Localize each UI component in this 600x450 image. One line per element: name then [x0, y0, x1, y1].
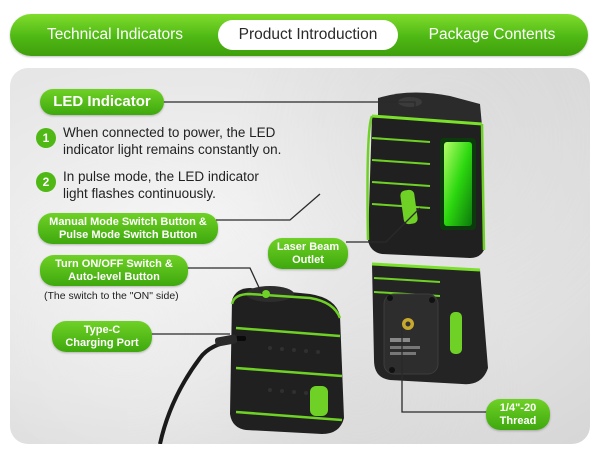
- point-2-line2: light flashes continuously.: [63, 186, 216, 201]
- manual-mode-callout: Manual Mode Switch Button & Pulse Mode S…: [38, 213, 218, 244]
- product-intro-panel: LED Indicator 1 When connected to power,…: [10, 68, 590, 444]
- point-1-badge: 1: [36, 128, 56, 148]
- laser-line1: Laser Beam: [276, 241, 340, 253]
- product-illustration: [150, 92, 490, 444]
- point-1-text: When connected to power, the LED indicat…: [63, 124, 323, 158]
- manual-mode-line2: Pulse Mode Switch Button: [58, 228, 198, 241]
- point-2-line1: In pulse mode, the LED indicator: [63, 169, 259, 184]
- onoff-note: (The switch to the "ON" side): [44, 290, 179, 302]
- callout-lines: [150, 101, 490, 413]
- laser-outlet-callout: Laser Beam Outlet: [268, 238, 348, 269]
- onoff-callout: Turn ON/OFF Switch & Auto-level Button: [40, 255, 188, 286]
- laser-device-bottom: [371, 262, 488, 385]
- point-1-line1: When connected to power, the LED: [63, 125, 276, 140]
- laser-device-side: [230, 286, 344, 434]
- tab-bar: Technical Indicators Product Introductio…: [10, 14, 588, 56]
- tab-technical-indicators[interactable]: Technical Indicators: [46, 26, 184, 43]
- point-2-text: In pulse mode, the LED indicator light f…: [63, 168, 323, 202]
- typec-callout: Type-C Charging Port: [52, 321, 152, 352]
- thread-callout: 1/4"-20 Thread: [486, 399, 550, 430]
- onoff-line2: Auto-level Button: [68, 270, 160, 283]
- manual-mode-line1: Manual Mode Switch Button &: [49, 216, 207, 228]
- point-1-line2: indicator light remains constantly on.: [63, 142, 282, 157]
- usb-cable: [158, 338, 237, 444]
- thread-line2: Thread: [499, 414, 537, 427]
- typec-line2: Charging Port: [65, 336, 139, 349]
- thread-line1: 1/4"-20: [499, 402, 537, 414]
- onoff-line1: Turn ON/OFF Switch &: [55, 258, 173, 270]
- laser-device-front: [366, 92, 486, 258]
- laser-line2: Outlet: [292, 253, 324, 266]
- point-2-badge: 2: [36, 172, 56, 192]
- tab-product-introduction[interactable]: Product Introduction: [218, 20, 398, 50]
- led-indicator-label: LED Indicator: [40, 89, 164, 115]
- typec-line1: Type-C: [83, 324, 121, 336]
- tab-package-contents[interactable]: Package Contents: [428, 26, 556, 43]
